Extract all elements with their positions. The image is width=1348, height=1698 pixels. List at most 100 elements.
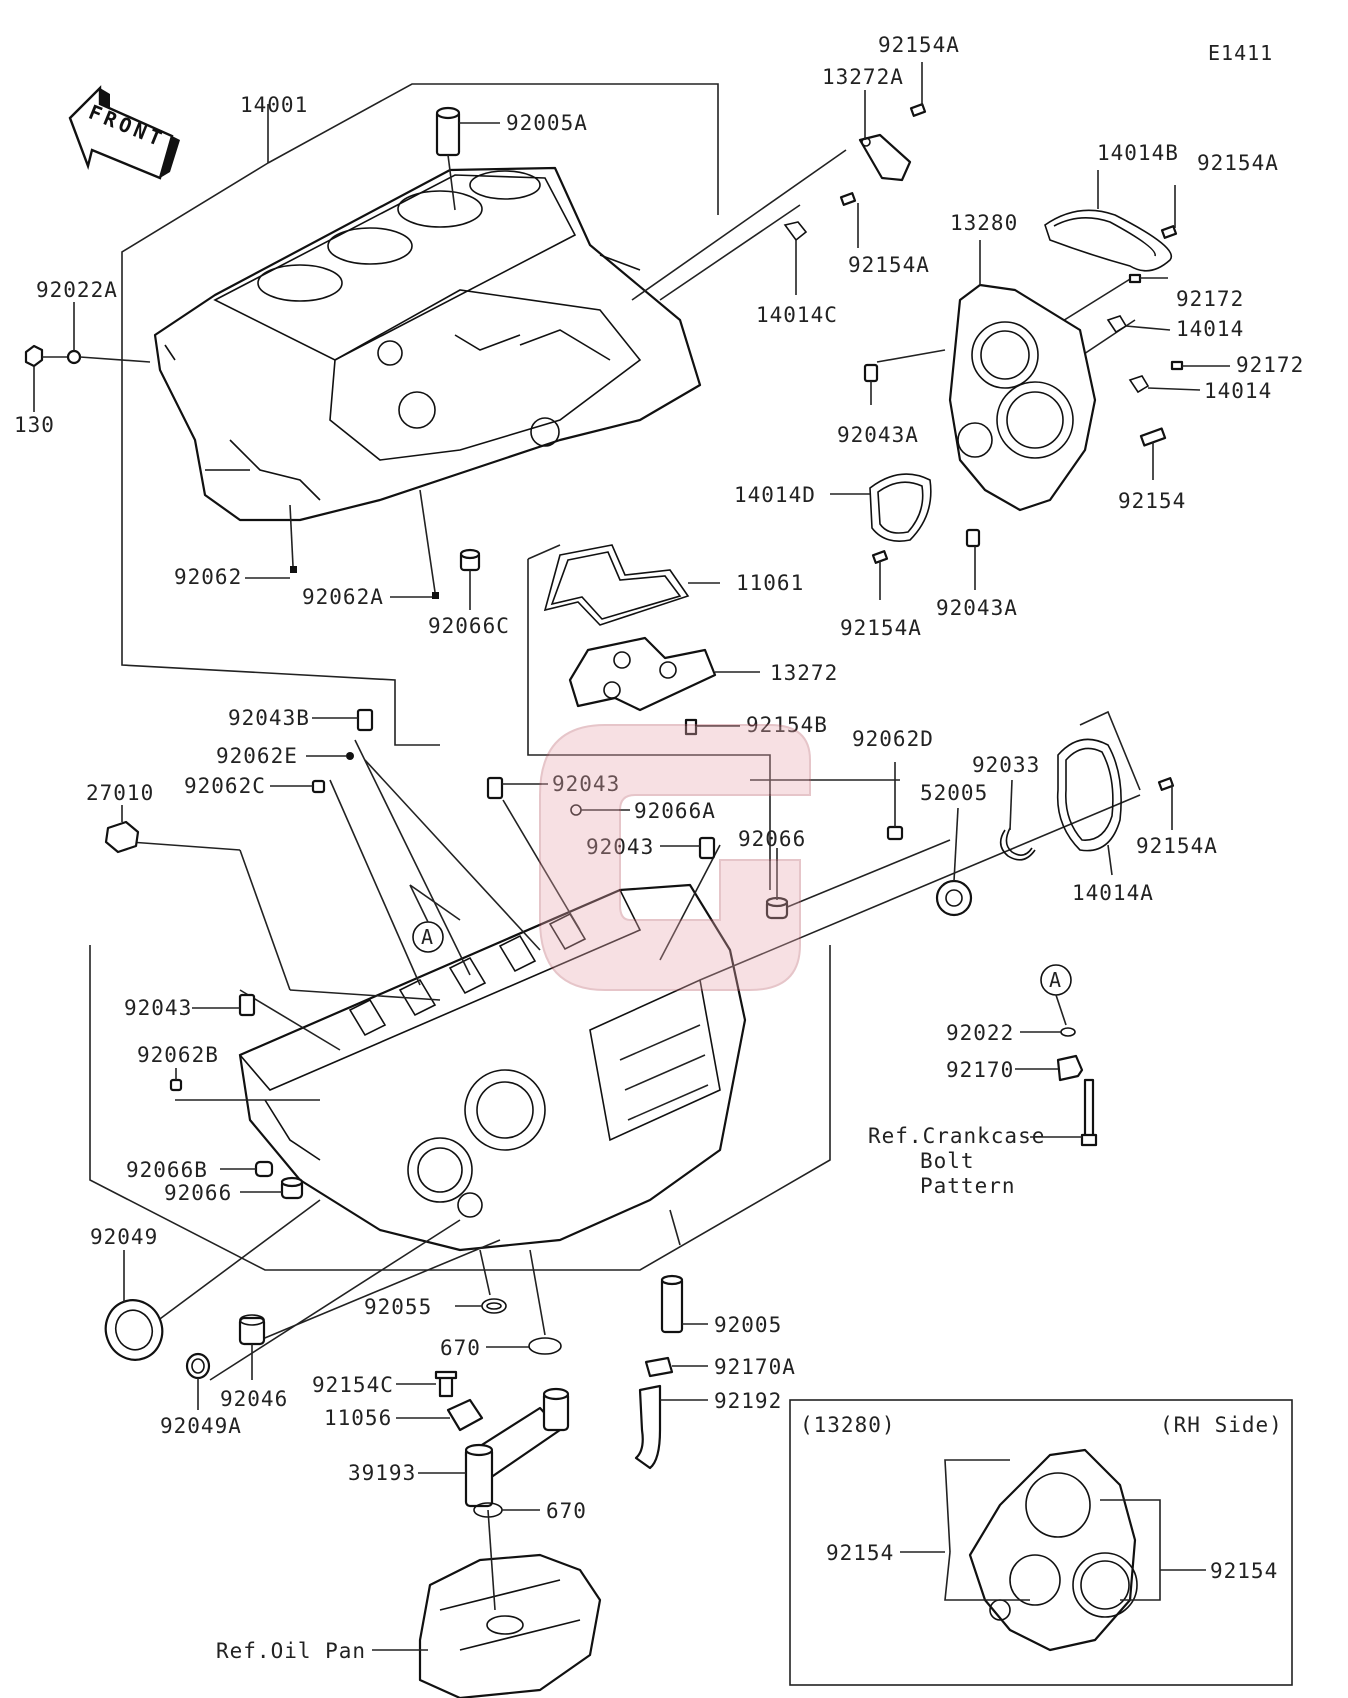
ref-crankcase-line1: Ref.Crankcase [868, 1124, 1045, 1148]
label-92066B: 92066B [126, 1158, 208, 1182]
pipe-92005 [660, 1274, 708, 1334]
label-14014A: 14014A [1072, 881, 1154, 905]
label-92055: 92055 [364, 1295, 432, 1319]
bolt-92154A-mid [839, 192, 859, 248]
lower-crankcase-outline [89, 945, 831, 1271]
label-92049: 92049 [90, 1225, 158, 1249]
ref-oil-pan: Ref.Oil Pan [216, 1639, 366, 1663]
front-arrow-icon: FRONT [68, 85, 180, 180]
callout-a-right: A [1040, 964, 1072, 1026]
label-14014-a: 14014 [1176, 317, 1244, 341]
label-11056: 11056 [324, 1406, 392, 1430]
bearing-92046 [238, 1314, 266, 1380]
switch-27010 [104, 805, 140, 854]
oil-pan [372, 1509, 602, 1698]
label-92046: 92046 [220, 1387, 288, 1411]
bracket-11056 [396, 1398, 484, 1432]
label-92154A-r1: 92154A [1197, 151, 1279, 175]
plug-92062C [270, 779, 326, 794]
label-670-b: 670 [546, 1499, 587, 1523]
bolt-92154A-c [1157, 777, 1175, 830]
label-13280: 13280 [950, 211, 1018, 235]
oring-92066B [220, 1160, 274, 1178]
clamp-92170A [644, 1356, 708, 1378]
label-39193: 39193 [348, 1461, 416, 1485]
dowel-92043-c [192, 993, 256, 1017]
label-92033: 92033 [972, 753, 1040, 777]
label-92005A: 92005A [506, 111, 588, 135]
collar-92066-a [765, 848, 789, 920]
crankcase-bolt [1030, 1078, 1098, 1147]
label-92170: 92170 [946, 1058, 1014, 1082]
plug-92062D [886, 762, 904, 841]
label-92066C: 92066C [428, 614, 510, 638]
oil-seal-92049 [104, 1250, 164, 1361]
dowel-92043-a [486, 776, 548, 800]
oring-92055 [455, 1298, 507, 1314]
collar-92066C [459, 548, 481, 610]
label-14001: 14001 [240, 93, 308, 117]
label-92154B: 92154B [746, 713, 828, 737]
label-92062: 92062 [174, 565, 242, 589]
label-92172-a: 92172 [1176, 287, 1244, 311]
washer-92022A [66, 302, 151, 365]
gasket-11061 [543, 544, 720, 626]
inset-rh-side: (13280) (RH Side) 92154 92154 [789, 1399, 1293, 1686]
bolt-92154A-r1 [1160, 185, 1178, 239]
label-92062A: 92062A [302, 585, 384, 609]
label-92043A-b: 92043A [936, 596, 1018, 620]
label-670-a: 670 [440, 1336, 481, 1360]
label-92022: 92022 [946, 1021, 1014, 1045]
label-92043B: 92043B [228, 706, 310, 730]
label-92154C: 92154C [312, 1373, 394, 1397]
cover-13272A [858, 90, 912, 182]
label-14014C: 14014C [756, 303, 838, 327]
plug-92062A [390, 489, 439, 599]
bolt-92154-r [1139, 427, 1167, 480]
label-92043-c: 92043 [124, 996, 192, 1020]
label-92049A: 92049A [160, 1414, 242, 1438]
label-52005: 52005 [920, 781, 988, 805]
label-92043A-a: 92043A [837, 423, 919, 447]
gasket-14014-a [1106, 315, 1171, 334]
label-14014B: 14014B [1097, 141, 1179, 165]
oil-pipe-39193 [418, 1387, 570, 1508]
circlip-92033 [999, 779, 1036, 861]
bolt-92154A-top [909, 62, 927, 117]
bolt-130 [24, 344, 70, 412]
label-92154-inset-left: 92154 [826, 1541, 894, 1565]
ref-crankcase-line2: Bolt [920, 1149, 975, 1173]
g-logo-watermark [539, 724, 811, 991]
label-92154-inset-right: 92154 [1210, 1559, 1278, 1583]
bolt-92172-a [1128, 273, 1168, 284]
plug-92062E [306, 752, 354, 760]
svg-text:A: A [1049, 968, 1062, 992]
label-13272: 13272 [770, 661, 838, 685]
oil-seal-92049A [185, 1352, 211, 1410]
plug-92062 [245, 504, 297, 579]
collar-92066-b [240, 1176, 304, 1200]
label-14014-b: 14014 [1204, 379, 1272, 403]
label-92154A-c: 92154A [1136, 834, 1218, 858]
label-92022A: 92022A [36, 278, 118, 302]
gasket-14014C [783, 221, 808, 295]
label-92062B: 92062B [137, 1043, 219, 1067]
gasket-14014B [1044, 170, 1173, 272]
label-92005: 92005 [714, 1313, 782, 1337]
label-92066-a: 92066 [738, 827, 806, 851]
label-92062E: 92062E [216, 744, 298, 768]
label-92043-b: 92043 [586, 835, 654, 859]
label-92172-b: 92172 [1236, 353, 1304, 377]
bolt-92154C [396, 1370, 458, 1398]
label-92043-a: 92043 [552, 772, 620, 796]
label-14014D: 14014D [734, 483, 816, 507]
label-130: 130 [14, 413, 55, 437]
label-92154A-mid: 92154A [848, 253, 930, 277]
dowel-92043-b [660, 836, 716, 860]
bolt-92172-b [1170, 360, 1230, 371]
dowel-92043A-a [863, 349, 946, 405]
label-92066-b: 92066 [164, 1181, 232, 1205]
ref-crankcase-line3: Pattern [920, 1174, 1016, 1198]
label-92170A: 92170A [714, 1355, 796, 1379]
upper-crankcase [153, 166, 702, 522]
